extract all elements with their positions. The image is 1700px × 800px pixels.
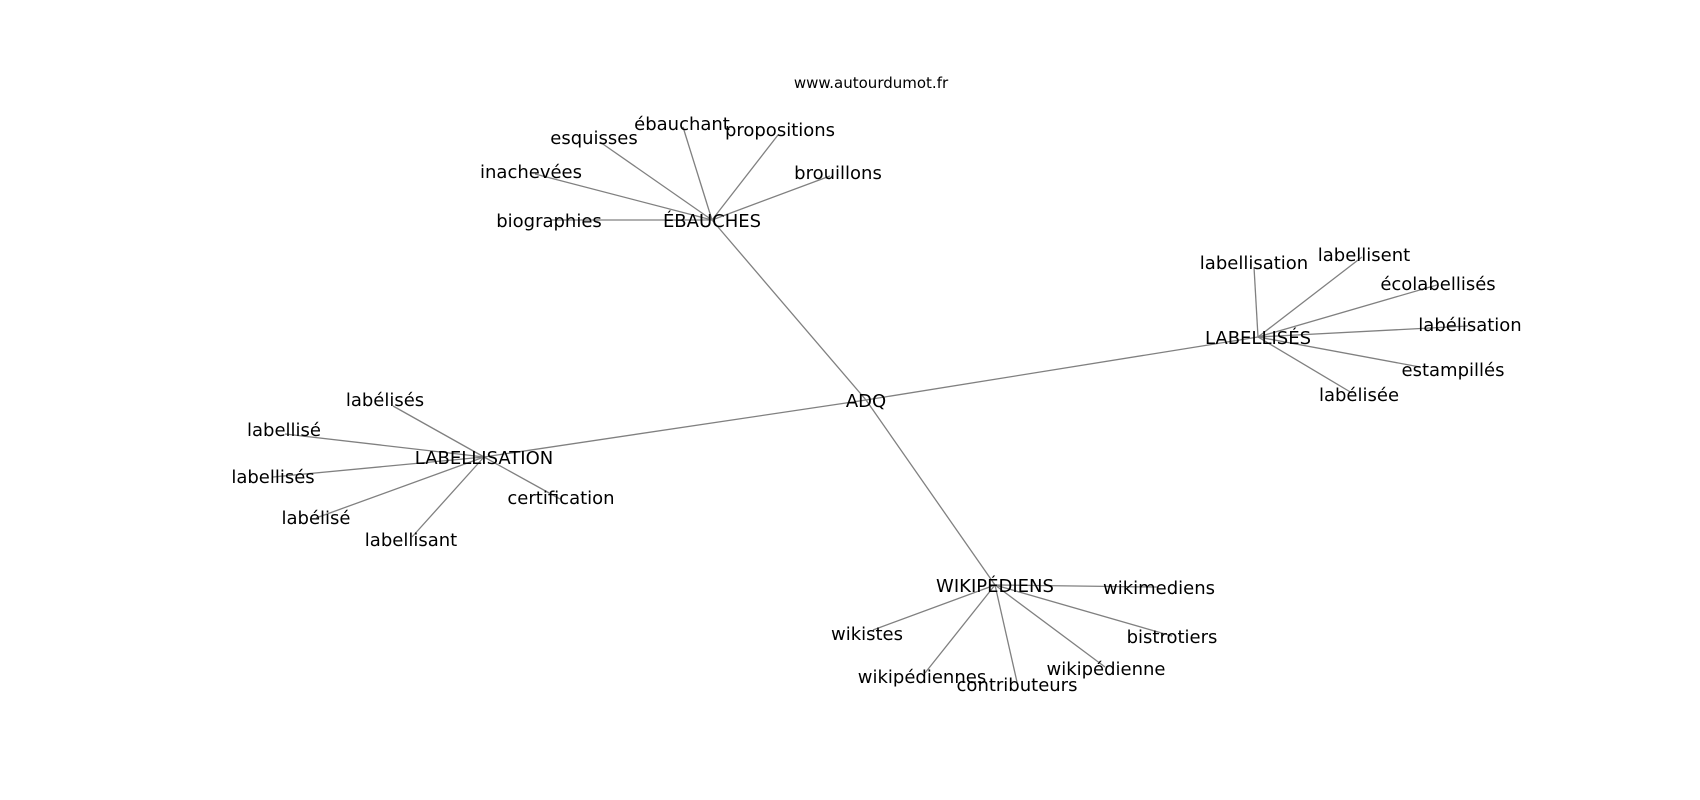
hub-node-ebauches: ÉBAUCHES — [663, 210, 761, 232]
edge-labellises-estampilles — [1257, 336, 1421, 368]
edge-wikipediens-contributeurs — [994, 584, 1018, 683]
edge-center-labellisation — [483, 399, 867, 458]
graph-labels: www.autourdumot.fr ADQ ÉBAUCHES esquisse… — [231, 74, 1521, 696]
leaf-node: inachevées — [480, 162, 582, 183]
leaf-node: biographies — [496, 211, 602, 232]
edge-labellisation-labelise — [315, 456, 485, 519]
edge-ebauches-brouillons — [711, 175, 831, 221]
edge-center-labellises — [865, 336, 1259, 401]
leaf-node: estampillés — [1402, 360, 1505, 381]
leaf-node: esquisses — [550, 128, 638, 149]
leaf-node: contributeurs — [957, 675, 1078, 696]
leaf-node: certification — [507, 488, 614, 509]
edge-wikipediens-wikipediennes — [924, 584, 996, 674]
edge-center-wikipediens — [865, 399, 996, 586]
leaf-node: labélisation — [1418, 315, 1521, 336]
leaf-node: labélisée — [1319, 385, 1399, 406]
graph-edges — [272, 126, 1469, 683]
edge-labellises-labelisee — [1257, 336, 1353, 394]
leaf-node: ébauchant — [634, 114, 730, 135]
center-node: ADQ — [846, 391, 886, 412]
leaf-node: wikimediens — [1103, 578, 1215, 599]
edge-center-ebauches — [711, 219, 867, 401]
leaf-node: écolabellisés — [1380, 274, 1495, 295]
edge-ebauches-esquisses — [599, 141, 713, 221]
leaf-node: wikistes — [831, 624, 903, 645]
edge-labellises-ecolabellises — [1257, 284, 1438, 338]
hub-node-wikipediens: WIKIPÉDIENS — [936, 575, 1054, 597]
leaf-node: labélisés — [346, 390, 424, 411]
edge-ebauches-propositions — [711, 134, 779, 221]
leaf-node: labellisé — [247, 420, 321, 441]
edge-labellisation-labellise — [284, 433, 485, 458]
leaf-node: labellisés — [231, 467, 314, 488]
edge-wikipediens-bistrotiers — [994, 584, 1173, 637]
edge-wikipediens-wikimediens — [994, 584, 1158, 588]
leaf-node: labellisent — [1318, 245, 1410, 266]
edge-labellisation-labellisant — [411, 456, 485, 538]
leaf-node: brouillons — [794, 163, 882, 184]
edge-labellisation-labellises — [272, 456, 485, 478]
edge-labellisation-certification — [483, 456, 561, 500]
edge-ebauches-inachevees — [534, 173, 713, 221]
leaf-node: propositions — [725, 120, 835, 141]
leaf-node: labellisation — [1200, 253, 1308, 274]
hub-node-labellises: LABELLISÉS — [1205, 327, 1311, 349]
edge-labellises-labelisation — [1257, 325, 1469, 338]
edge-labellises-labellisent — [1257, 256, 1363, 338]
leaf-node: wikipédiennes — [858, 667, 986, 688]
leaf-node: labellisant — [365, 530, 457, 551]
leaf-node: bistrotiers — [1127, 627, 1218, 648]
edge-wikipediens-wikistes — [872, 584, 996, 631]
edge-labellisation-labelises — [392, 405, 485, 458]
source-credit: www.autourdumot.fr — [794, 74, 949, 92]
leaf-node: labélisé — [282, 508, 351, 529]
leaf-node: wikipédienne — [1046, 659, 1165, 680]
edge-wikipediens-wikipedienne — [994, 584, 1106, 668]
edge-ebauches-ebauchant — [682, 126, 713, 221]
hub-node-labellisation: LABELLISATION — [415, 448, 553, 469]
edge-labellises-labellisation — [1253, 266, 1259, 338]
